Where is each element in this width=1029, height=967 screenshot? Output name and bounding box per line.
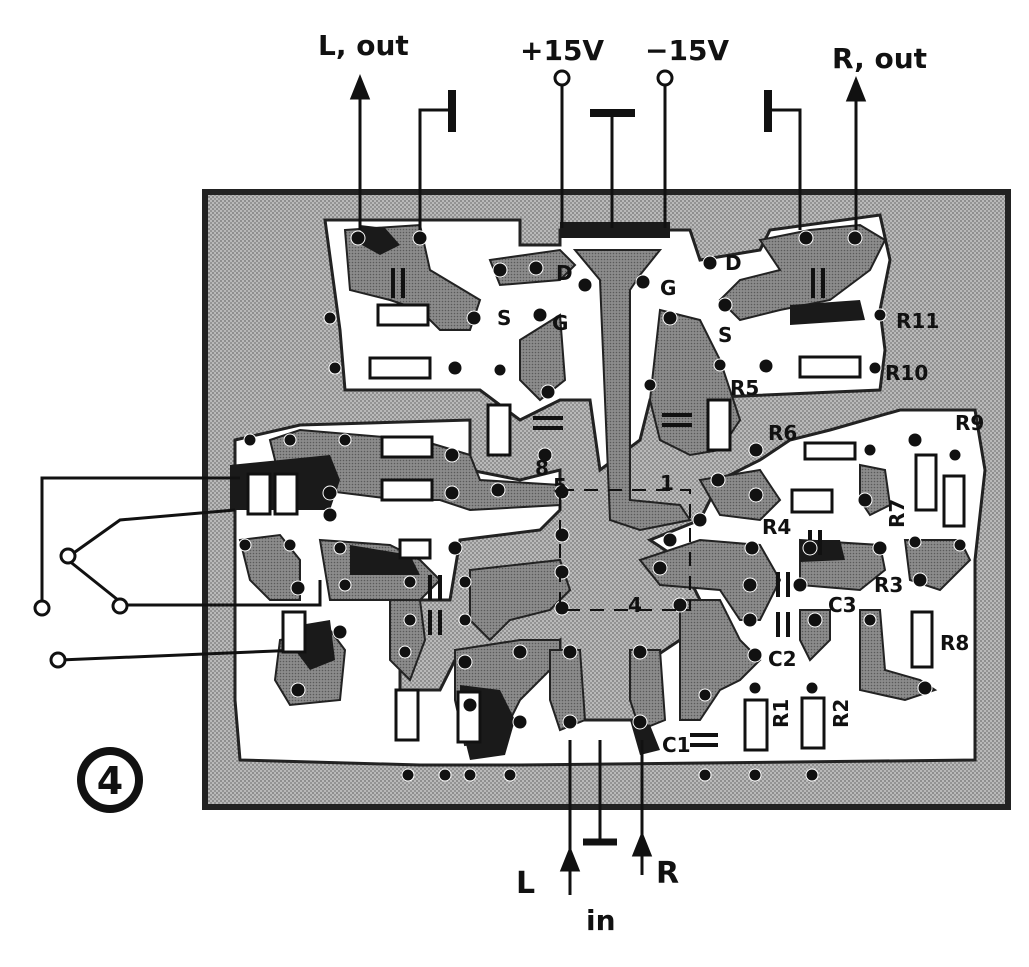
r11-label: R11 [896,309,939,333]
component-labels: R1 R2 R3 R4 R5 R6 R7 R8 R9 R10 R11 C1 C2… [662,309,984,757]
r2-label: R2 [829,699,853,728]
left-in-label: L [516,866,535,901]
external-wiring [40,69,867,895]
input-label: in [586,904,616,937]
terminal-labels: L, out +15V −15V R, out L R in [318,29,927,937]
ic-pin-8: 8 [535,456,549,480]
r3-label: R3 [874,573,903,597]
figure-number-badge: 4 [77,747,143,813]
external-terminals [33,547,129,669]
c2-label: C2 [768,647,797,671]
right-out-label: R, out [832,42,927,75]
plus-supply-label: +15V [520,34,604,67]
r10-label: R10 [885,361,928,385]
right-source-label: S [718,323,732,347]
r4-label: R4 [762,515,791,539]
minus-supply-label: −15V [645,34,729,67]
r9-label: R9 [955,411,984,435]
r8-label: R8 [940,631,969,655]
figure-number: 4 [97,759,123,803]
c1-label: C1 [662,733,691,757]
r6-label: R6 [768,421,797,445]
right-in-label: R [656,856,679,891]
c3-label: C3 [828,593,857,617]
right-gate-label: G [660,276,676,300]
fet-labels: D S G D S G [497,251,742,347]
ic-pin-5: 5 [553,474,567,498]
right-drain-label: D [725,251,742,275]
ic-pin-1: 1 [660,471,674,495]
ic-pin-4: 4 [628,593,642,617]
ic-outline [559,489,691,611]
left-gate-label: G [552,311,568,335]
ic-pin-labels: 1 4 5 8 [535,456,674,617]
solder-pads [238,230,967,782]
components [246,303,966,752]
left-out-label: L, out [318,29,409,62]
central-bus-trace [572,249,692,532]
left-source-label: S [497,306,511,330]
capacitors [391,268,825,747]
r1-label: R1 [769,699,793,728]
r7-label: R7 [885,499,909,528]
r5-label: R5 [730,376,759,400]
left-drain-label: D [556,261,573,285]
